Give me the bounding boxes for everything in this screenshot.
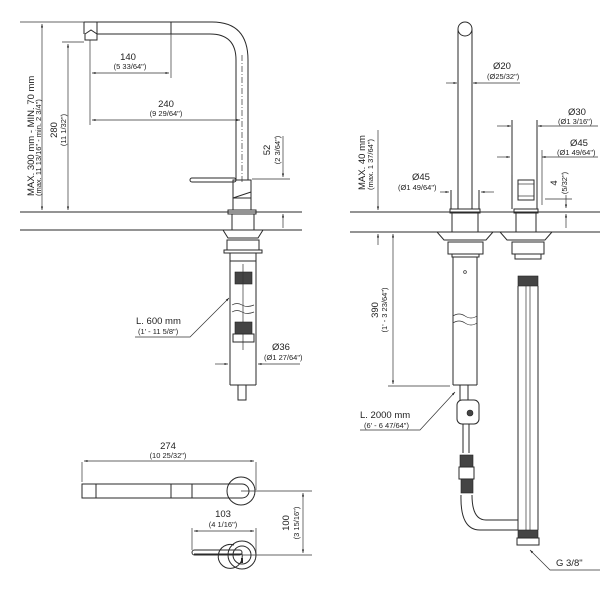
dim-240-sublabel: (9 29/64") <box>150 109 183 118</box>
hose-2000-sublabel: (6' - 6 47/64") <box>364 421 409 430</box>
dim-274-label: 274 <box>160 441 176 452</box>
right-faucet-elevation: Ø20 (Ø25/32") Ø30 (Ø1 3/16") Ø45 (Ø1 49/… <box>350 21 600 571</box>
spout-pipe <box>435 21 495 425</box>
dim-30-sublabel: (Ø1 3/16") <box>558 117 593 126</box>
dim-100-label: 100 <box>281 515 292 531</box>
dim-max-height-label: MAX. 300 mm - MIN. 70 mm <box>26 76 37 196</box>
hose-600-label: L. 600 mm <box>136 316 181 327</box>
dim-390-sublabel: (1' - 3 23/64") <box>380 287 389 332</box>
dim-20-label: Ø20 <box>493 61 511 72</box>
dim-max-height-sublabel: (max. 11 13/16" - min. 2 3/4") <box>34 99 43 196</box>
dim-4-sublabel: (5/32") <box>560 171 569 194</box>
dim-45-left-label: Ø45 <box>412 172 430 183</box>
dim-4-label: 4 <box>549 180 560 185</box>
dim-36-sublabel: (Ø1 27/64") <box>264 353 303 362</box>
dim-max-40-label: MAX. 40 mm <box>357 135 368 190</box>
pullout-hose <box>229 261 257 401</box>
dim-36-label: Ø36 <box>272 342 290 353</box>
dim-45-right-sublabel: (Ø1 49/64") <box>557 148 596 157</box>
dim-140-label: 140 <box>120 52 136 63</box>
dim-45-left-sublabel: (Ø1 49/64") <box>398 183 437 192</box>
dim-52-label: 52 <box>262 145 273 156</box>
dim-140-sublabel: (5 33/64") <box>114 62 147 71</box>
dim-103-label: 103 <box>215 509 231 520</box>
dim-103-sublabel: (4 1/16") <box>209 520 238 529</box>
dim-45-right-label: Ø45 <box>570 138 588 149</box>
dim-390-label: 390 <box>370 302 381 318</box>
dim-280-label: 280 <box>49 122 60 138</box>
dim-52-sublabel: (2 3/64") <box>273 135 282 164</box>
dim-280-sublabel: (11 1/32") <box>59 113 68 146</box>
dim-20-sublabel: (Ø25/32") <box>487 72 520 81</box>
faucet-body <box>189 177 264 262</box>
dim-240-label: 240 <box>158 99 174 110</box>
spout <box>83 21 249 182</box>
dim-274-sublabel: (10 25/32") <box>150 451 187 460</box>
connector-hose <box>458 424 518 531</box>
dim-30-label: Ø30 <box>568 107 586 118</box>
thread-label: G 3/8" <box>556 558 583 569</box>
top-view: 274 (10 25/32") 103 (4 1/16") 100 (3 15/… <box>81 441 312 570</box>
lever-body <box>498 120 554 546</box>
left-faucet-elevation: MAX. 300 mm - MIN. 70 mm (max. 11 13/16"… <box>20 21 303 401</box>
hose-2000-label: L. 2000 mm <box>360 410 410 421</box>
dim-100-sublabel: (3 15/16") <box>292 506 301 539</box>
hose-600-sublabel: (1' - 11 5/8") <box>138 327 179 336</box>
dim-max-40-sublabel: (max. 1 37/64") <box>366 138 375 190</box>
